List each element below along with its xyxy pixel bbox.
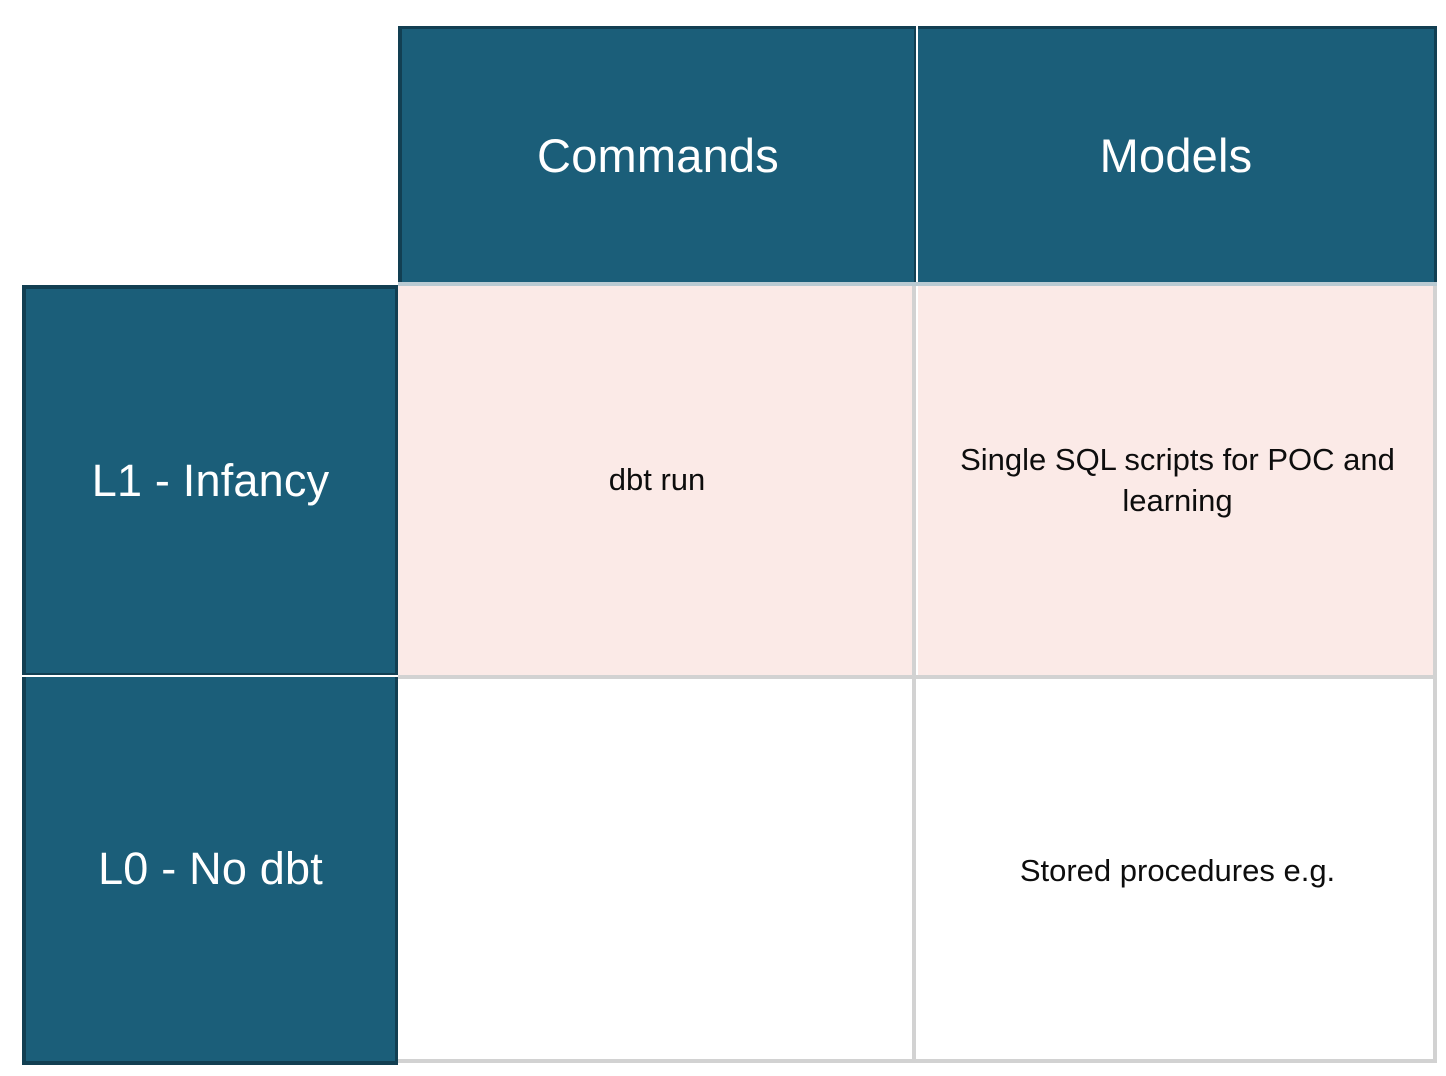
row-header-l0-no-dbt: L0 - No dbt: [22, 677, 398, 1065]
table-right-edge-top: [1433, 286, 1437, 675]
row-header-l0-label: L0 - No dbt: [98, 843, 323, 894]
cell-l1-models: Single SQL scripts for POC and learning: [918, 286, 1437, 675]
cell-l0-commands: [398, 679, 916, 1063]
column-header-models-label: Models: [1099, 129, 1253, 182]
cell-l0-models: Stored procedures e.g.: [918, 679, 1437, 1063]
row-header-l1-label: L1 - Infancy: [91, 455, 330, 506]
column-divider-bottom: [912, 679, 916, 1063]
cell-l1-models-text: Single SQL scripts for POC and learning: [960, 441, 1395, 518]
column-header-commands: Commands: [398, 26, 916, 282]
table-right-edge-bottom: [1433, 679, 1437, 1063]
cell-l0-models-text: Stored procedures e.g.: [1019, 852, 1336, 888]
cell-l1-commands-text: dbt run: [608, 462, 706, 498]
row-divider-l1-l0: [398, 675, 1437, 679]
table-bottom-edge: [398, 1059, 1437, 1063]
row-header-l1-infancy: L1 - Infancy: [22, 285, 398, 675]
column-divider-top: [912, 286, 916, 675]
column-header-models: Models: [918, 26, 1437, 282]
header-underline-rule: [398, 282, 1437, 286]
column-header-commands-label: Commands: [537, 129, 779, 182]
matrix-corner-cell: [22, 24, 398, 282]
cell-l1-commands: dbt run: [398, 286, 916, 675]
